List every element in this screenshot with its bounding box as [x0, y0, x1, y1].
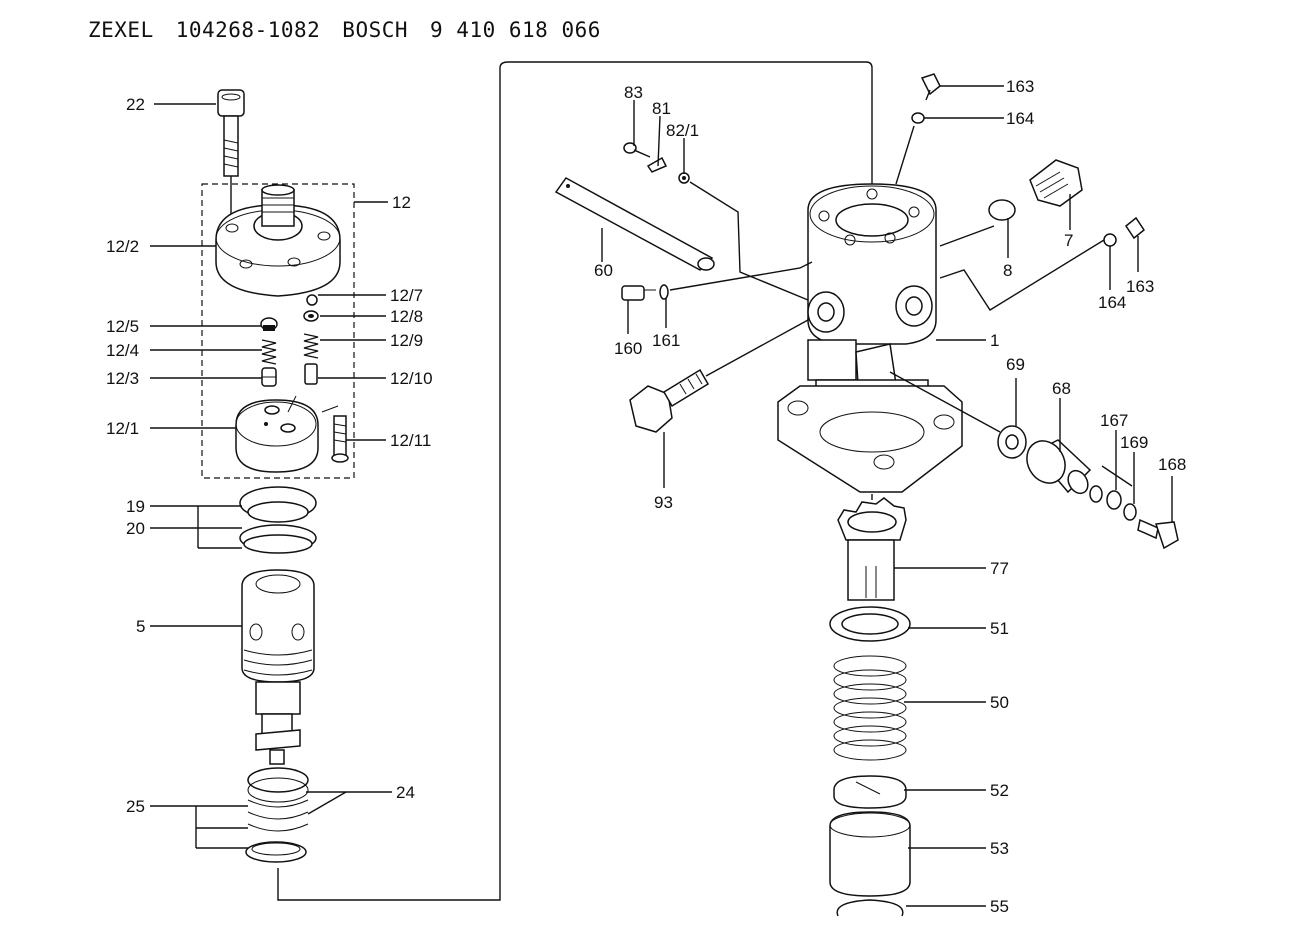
label-51: 51	[990, 619, 1009, 638]
label-12-2: 12/2	[106, 237, 139, 256]
part-60-rod	[554, 177, 715, 271]
part-77-control-sleeve	[837, 497, 907, 601]
label-12: 12	[392, 193, 411, 212]
part-12-1-valve-body	[235, 395, 319, 473]
part-12-4-spring	[261, 339, 277, 365]
label-12-4: 12/4	[106, 341, 139, 360]
part-51-spring-seat	[829, 606, 911, 642]
part-164-washer-top	[911, 112, 925, 124]
label-1: 1	[990, 331, 999, 350]
label-7: 7	[1064, 231, 1073, 250]
label-60: 60	[594, 261, 613, 280]
part-7-valve	[1029, 159, 1083, 207]
label-12-10: 12/10	[390, 369, 433, 388]
label-25: 25	[126, 797, 145, 816]
part-19-ring	[239, 486, 317, 523]
label-5: 5	[136, 617, 145, 636]
part-55-circlip	[836, 899, 904, 917]
label-12-5: 12/5	[106, 317, 139, 336]
leader-lines	[150, 85, 1173, 907]
part-12-2-flange	[215, 184, 341, 297]
part-50-spring	[833, 655, 907, 761]
part-82-1-washer	[678, 172, 690, 184]
assembly-connector-line	[277, 61, 873, 901]
part-25-rings	[245, 841, 307, 863]
label-169: 169	[1120, 433, 1148, 452]
part-1-pump-body	[777, 183, 963, 493]
part-69-washer	[997, 425, 1027, 459]
part-53-tappet	[829, 811, 911, 897]
part-161-seal	[659, 284, 669, 300]
zexel-part-number: 104268-1082	[175, 18, 321, 42]
part-163-screw-right	[1124, 216, 1146, 240]
part-81-clip	[646, 156, 668, 173]
label-12-11: 12/11	[390, 431, 431, 450]
label-164-top: 164	[1006, 109, 1034, 128]
label-77: 77	[990, 559, 1009, 578]
label-69: 69	[1006, 355, 1025, 374]
part-12-3-valve-seat	[261, 367, 277, 387]
label-24: 24	[396, 783, 415, 802]
part-93-banjo-bolt	[629, 368, 710, 433]
label-19: 19	[126, 497, 145, 516]
part-160-plug	[621, 285, 656, 301]
label-163-top: 163	[1006, 77, 1034, 96]
part-12-9-spring	[303, 333, 319, 359]
part-12-11-screw	[321, 405, 349, 463]
label-12-7: 12/7	[390, 286, 423, 305]
maker-zexel: ZEXEL	[88, 18, 154, 42]
part-83-screw	[623, 142, 651, 158]
maker-bosch: BOSCH	[342, 18, 409, 42]
label-12-9: 12/9	[390, 331, 423, 350]
label-167: 167	[1100, 411, 1128, 430]
label-22: 22	[126, 95, 145, 114]
bosch-part-number: 9 410 618 066	[430, 18, 601, 42]
part-12-5-valve	[260, 317, 278, 331]
part-167-washer	[1089, 485, 1103, 503]
part-12-10-pin	[304, 363, 318, 385]
part-52-spring-seat-lower	[833, 775, 907, 809]
label-50: 50	[990, 693, 1009, 712]
label-12-1: 12/1	[106, 419, 139, 438]
part-169-washer	[1106, 490, 1137, 521]
label-93: 93	[654, 493, 673, 512]
part-68-cylinder	[1026, 439, 1092, 495]
group-12-boundary	[201, 183, 355, 479]
label-53: 53	[990, 839, 1009, 858]
label-83: 83	[624, 83, 643, 102]
label-12-3: 12/3	[106, 369, 139, 388]
part-12-7-ball	[306, 294, 318, 306]
label-20: 20	[126, 519, 145, 538]
part-20-ring	[239, 524, 317, 554]
label-68: 68	[1052, 379, 1071, 398]
part-8-o-ring	[988, 199, 1016, 221]
label-8: 8	[1003, 261, 1012, 280]
label-55: 55	[990, 897, 1009, 916]
label-161: 161	[652, 331, 680, 350]
callout-labels: 22 12 12/2 12/7 12/8 12/5 12/9 12/4 12/3…	[106, 77, 1186, 916]
label-160: 160	[614, 339, 642, 358]
part-5-barrel	[241, 569, 315, 765]
part-12-8-seat	[303, 310, 319, 322]
part-164-washer-right	[1103, 233, 1117, 247]
part-24-spring-seat	[247, 767, 309, 832]
part-168-bolt	[1137, 518, 1179, 550]
diagram-header: ZEXEL 104268-1082 BOSCH 9 410 618 066	[88, 18, 623, 42]
part-22-bolt	[217, 89, 245, 177]
label-81: 81	[652, 99, 671, 118]
label-164-right: 164	[1098, 293, 1126, 312]
part-163-screw-top	[920, 73, 941, 101]
label-163-right: 163	[1126, 277, 1154, 296]
label-52: 52	[990, 781, 1009, 800]
label-82-1: 82/1	[666, 121, 699, 140]
label-168: 168	[1158, 455, 1186, 474]
label-12-8: 12/8	[390, 307, 423, 326]
